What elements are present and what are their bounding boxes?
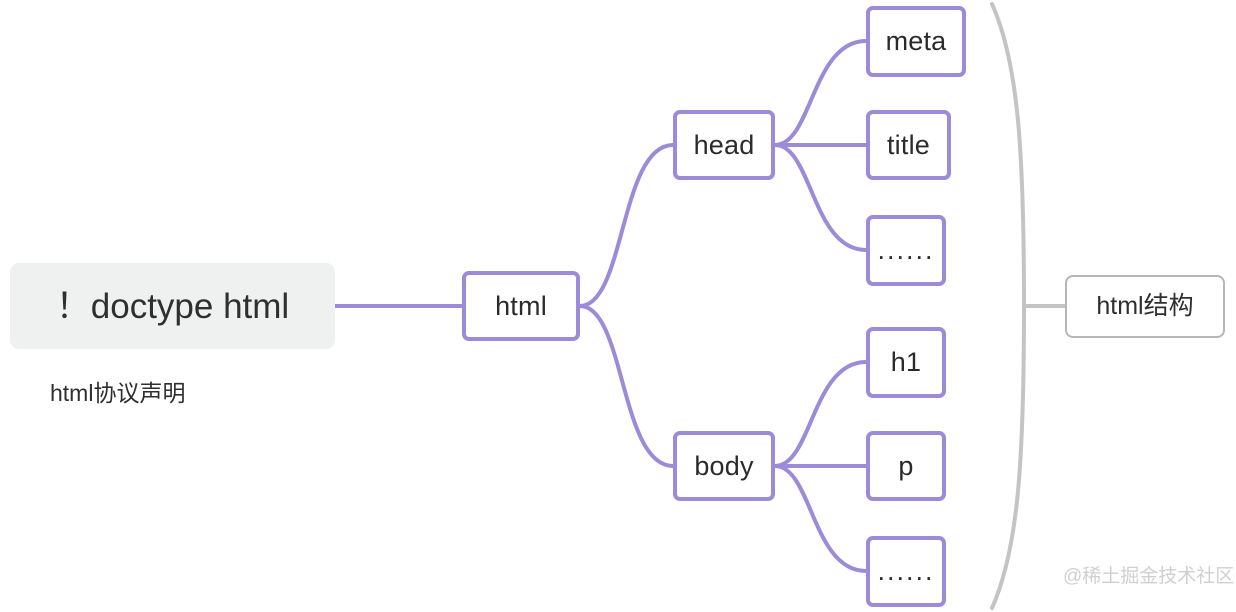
edge-html-to-head [578, 143, 675, 308]
edge-body-to-ellipsis [773, 464, 868, 573]
edge-html-to-body [578, 304, 675, 468]
edge-head-to-ellipsis [773, 143, 868, 252]
node-html[interactable]: html [462, 271, 580, 341]
group-label-html-structure[interactable]: html结构 [1065, 275, 1225, 338]
node-h1[interactable]: h1 [866, 327, 946, 398]
node-body[interactable]: body [673, 431, 775, 501]
node-body-ellipsis[interactable]: ...... [866, 536, 946, 607]
edge-head-to-meta [773, 39, 868, 147]
group-bracket [990, 2, 1027, 610]
node-title[interactable]: title [866, 110, 951, 180]
node-p[interactable]: p [866, 431, 946, 501]
node-head-ellipsis[interactable]: ...... [866, 215, 946, 286]
doctype-caption: html协议声明 [50, 380, 186, 406]
node-head[interactable]: head [673, 110, 775, 180]
node-meta[interactable]: meta [866, 6, 966, 77]
doctype-declaration-box[interactable]: ！doctype html [10, 263, 335, 349]
edge-body-to-h1 [773, 360, 868, 468]
watermark: @稀土掘金技术社区 [1063, 566, 1235, 587]
